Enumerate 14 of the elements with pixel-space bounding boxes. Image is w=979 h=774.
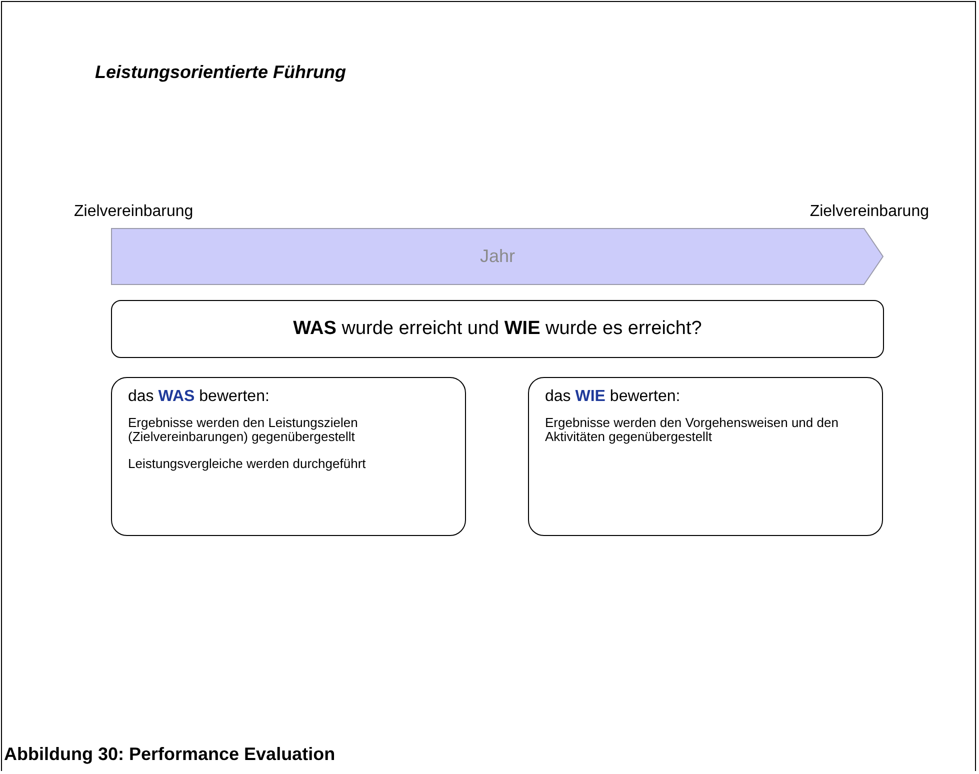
arrow-label: Jahr bbox=[480, 246, 515, 267]
question-text: WAS wurde erreicht und WIE wurde es erreicht? bbox=[293, 318, 702, 340]
statement-box bbox=[111, 300, 884, 358]
box-text: Leistungsvergleiche werden durchgeführt bbox=[128, 456, 367, 471]
evaluation-box bbox=[528, 377, 883, 536]
diagram-title: Leistungsorientierte Führung bbox=[95, 62, 346, 83]
evaluation-box bbox=[111, 377, 466, 536]
box-text: Ergebnisse werden den Leistungszielen (Zielvereinbarungen) gegenübergestellt bbox=[128, 416, 359, 445]
box-text: Ergebnisse werden den Vorgehensweisen und den Aktivitäten gegenübergestellt bbox=[545, 416, 840, 445]
milestone-label: Zielvereinbarung bbox=[74, 203, 194, 221]
milestone-label: Zielvereinbarung bbox=[810, 203, 929, 221]
figure-caption: Abbildung 30: Performance Evaluation bbox=[4, 744, 336, 765]
box-heading: das WAS bewerten: bbox=[128, 388, 270, 406]
box-heading: das WIE bewerten: bbox=[545, 388, 682, 406]
